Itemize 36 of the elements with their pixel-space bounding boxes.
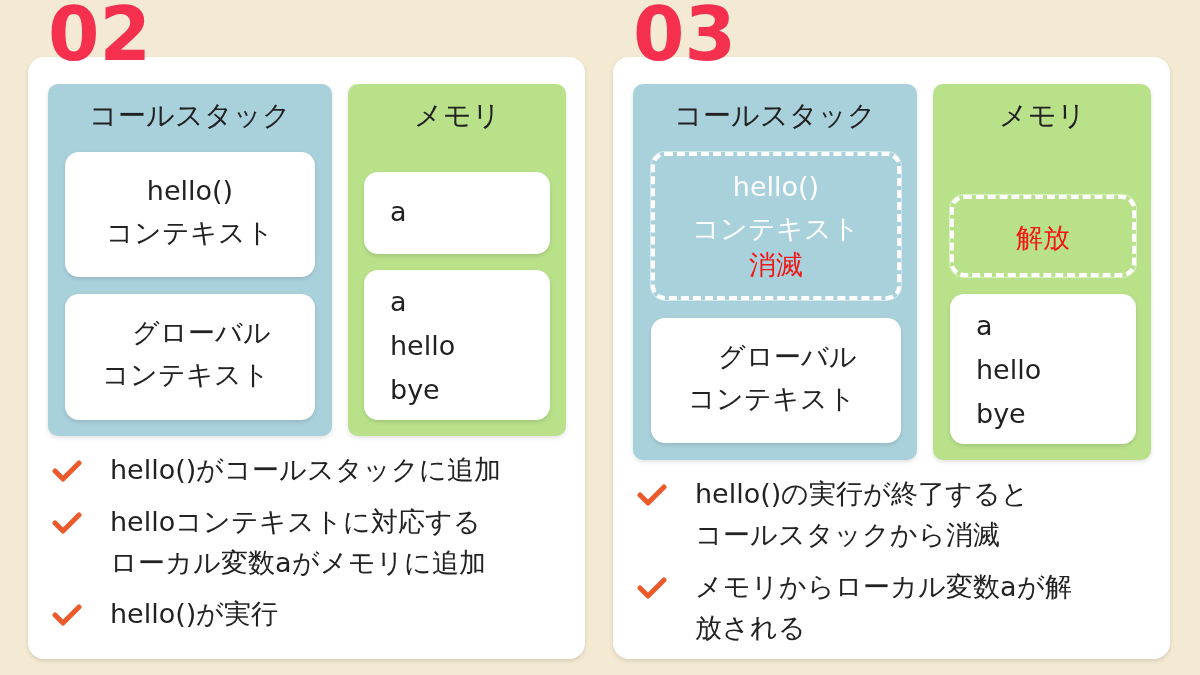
memory-panel bbox=[933, 84, 1151, 460]
panel-title: コールスタック bbox=[673, 98, 877, 134]
variable-name: a bbox=[390, 195, 407, 229]
call-stack-panel bbox=[48, 84, 332, 436]
panel-title: メモリ bbox=[997, 98, 1087, 134]
variable-name: hello bbox=[390, 329, 456, 363]
context-box bbox=[651, 318, 901, 443]
dashed-box bbox=[950, 195, 1136, 277]
variable-name: bye bbox=[390, 373, 440, 407]
variable-name: bye bbox=[976, 397, 1026, 431]
variable-name: a bbox=[976, 309, 993, 343]
variable-name: hello bbox=[976, 353, 1042, 387]
step-number: 02 bbox=[48, 0, 151, 71]
panel-title: コールスタック bbox=[88, 98, 292, 134]
memory-box bbox=[950, 294, 1136, 444]
memory-box bbox=[364, 172, 550, 254]
context-name: グローバルコンテキスト bbox=[687, 340, 858, 416]
checklist-item: メモリからローカル変数aが解放される bbox=[695, 570, 1073, 645]
status-text: 消滅 bbox=[748, 248, 804, 282]
dashed-box bbox=[651, 152, 901, 300]
status-text: 解放 bbox=[1015, 221, 1071, 255]
context-box bbox=[65, 294, 315, 420]
panel-title: メモリ bbox=[412, 98, 502, 134]
context-box bbox=[65, 152, 315, 277]
checklist-item: hello()の実行が終了するとコールスタックから消滅 bbox=[695, 477, 1031, 552]
context-name: グローバルコンテキスト bbox=[101, 316, 272, 392]
step-number: 03 bbox=[633, 0, 736, 71]
checklist-item: helloコンテキストに対応するローカル変数aがメモリに追加 bbox=[110, 505, 487, 580]
variable-name: a bbox=[390, 285, 407, 319]
checklist-item: hello()が実行 bbox=[110, 597, 280, 631]
context-name: hello()コンテキスト bbox=[105, 174, 275, 250]
memory-box bbox=[364, 270, 550, 420]
context-name: hello()コンテキスト bbox=[691, 170, 861, 246]
call-stack-panel bbox=[633, 84, 917, 460]
checklist-item: hello()がコールスタックに追加 bbox=[110, 453, 503, 487]
memory-panel bbox=[348, 84, 566, 436]
